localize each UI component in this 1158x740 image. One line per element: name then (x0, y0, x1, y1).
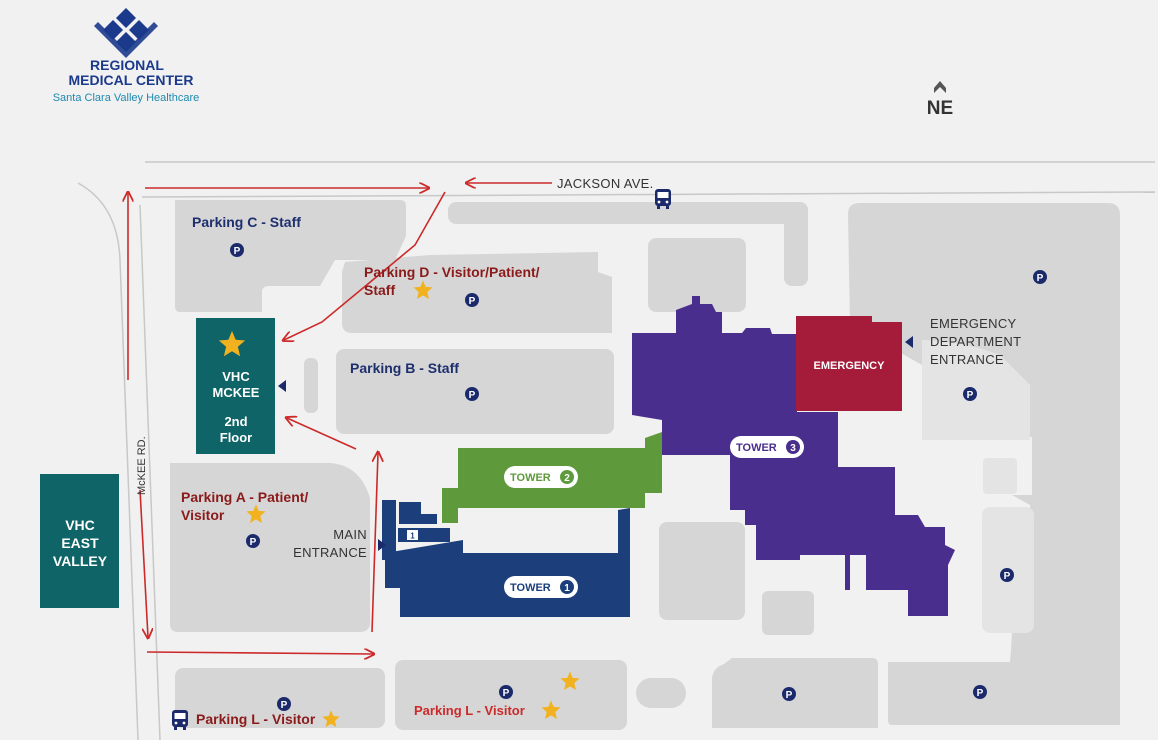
logo-subtitle: Santa Clara Valley Healthcare (53, 92, 200, 104)
vhc-mckee-label-2: MCKEE (213, 385, 260, 400)
lot-parking-d (342, 252, 612, 333)
vhc-mckee-label-3: 2nd (224, 414, 247, 429)
parking-p-icon: P (499, 685, 513, 699)
parking-p-icon: P (963, 387, 977, 401)
parking-p-icon: P (1033, 270, 1047, 284)
parking-p-icon: P (973, 685, 987, 699)
entrance-marker-icon (905, 336, 913, 348)
lot-l-oval (636, 678, 686, 708)
ed-entrance-label-2: DEPARTMENT (930, 334, 1021, 349)
tower-3-badge (786, 440, 800, 454)
compass-label: NE (927, 98, 953, 119)
svg-text:P: P (977, 688, 984, 699)
lot-top-center (448, 202, 808, 224)
tower-1-badge (560, 580, 574, 594)
parking-p-icon: P (277, 697, 291, 711)
tower-1-label: TOWER (510, 582, 551, 594)
logo-title-1: REGIONAL (90, 57, 164, 73)
tower-1-number: 1 (564, 583, 570, 594)
svg-text:P: P (1004, 571, 1011, 582)
route-arrows (128, 183, 552, 654)
bus-icon (172, 710, 188, 730)
parking-p-icon: P (465, 293, 479, 307)
entrance-marker-icon (378, 539, 386, 551)
tower-3-label: TOWER (736, 442, 777, 454)
ed-entrance-label-1: EMERGENCY (930, 316, 1017, 331)
parking-p-icon: P (782, 687, 796, 701)
parking-a-label-1[interactable]: Parking A - Patient/ (181, 489, 308, 505)
emergency-building[interactable]: EMERGENCY (796, 316, 902, 411)
tower-3-number: 3 (790, 443, 796, 454)
svg-text:P: P (469, 296, 476, 307)
bus-icon (655, 189, 671, 209)
entrance-marker-icon (278, 380, 286, 392)
parking-c-label[interactable]: Parking C - Staff (192, 214, 301, 230)
lot-center-1 (659, 522, 745, 620)
vhc-east-label-3: VALLEY (53, 553, 108, 569)
vhc-mckee-label-1: VHC (222, 369, 250, 384)
parking-d-label-2[interactable]: Staff (364, 282, 395, 298)
ed-entrance-label-3: ENTRANCE (930, 352, 1004, 367)
main-entrance-label-2: ENTRANCE (293, 545, 367, 560)
lot-ed-area (922, 340, 1030, 440)
svg-text:P: P (469, 390, 476, 401)
logo-title-2: MEDICAL CENTER (69, 72, 194, 88)
route-arrow (371, 453, 378, 633)
parking-a-label-2[interactable]: Visitor (181, 507, 225, 523)
lot-center-2 (762, 591, 814, 635)
tower-2-badge (560, 470, 574, 484)
tower-1-building[interactable]: 1 TOWER 1 (382, 500, 630, 617)
logo-diamond-icon (94, 8, 158, 58)
vhc-east-valley-building[interactable]: VHC EAST VALLEY (40, 474, 119, 608)
parking-p-icon: P (465, 387, 479, 401)
parking-l-center-label[interactable]: Parking L - Visitor (414, 703, 525, 718)
route-arrow (284, 191, 446, 340)
street-lines (77, 161, 1156, 740)
parking-symbols: P P P P P P P P P P P (230, 243, 1047, 711)
tower-3-building[interactable]: TOWER 3 (632, 296, 955, 616)
vhc-east-label-2: EAST (61, 535, 99, 551)
parking-b-label[interactable]: Parking B - Staff (350, 360, 459, 376)
tower-2-number: 2 (564, 473, 570, 484)
svg-text:P: P (1037, 273, 1044, 284)
route-arrow (146, 652, 373, 654)
tower-2-label: TOWER (510, 472, 551, 484)
parking-d-label-1[interactable]: Parking D - Visitor/Patient/ (364, 264, 540, 280)
parking-p-icon: P (246, 534, 260, 548)
lot-small-east (983, 458, 1017, 494)
lot-parking-c (175, 200, 406, 312)
svg-text:P: P (503, 688, 510, 699)
vhc-mckee-building[interactable]: VHC MCKEE 2nd Floor (196, 318, 275, 454)
svg-text:P: P (967, 390, 974, 401)
emergency-label: EMERGENCY (814, 360, 886, 372)
lot-garage-top (648, 238, 746, 312)
vhc-east-label-1: VHC (65, 517, 95, 533)
route-arrow (287, 418, 357, 450)
parking-p-icon: P (1000, 568, 1014, 582)
svg-text:P: P (786, 690, 793, 701)
lot-top-center-right (784, 202, 808, 286)
parking-p-icon: P (230, 243, 244, 257)
tower-2-building[interactable]: TOWER 2 (442, 432, 662, 523)
parking-l-left-label[interactable]: Parking L - Visitor (196, 711, 316, 727)
lot-l-left (175, 668, 385, 728)
lot-east-big (848, 203, 1120, 725)
jackson-ave-label: JACKSON AVE. (557, 176, 654, 191)
route-arrow (139, 489, 148, 637)
svg-text:P: P (250, 537, 257, 548)
svg-text:P: P (234, 246, 241, 257)
main-entrance-label-1: MAIN (333, 527, 367, 542)
small-building-marker: 1 (410, 532, 415, 541)
vhc-mckee-label-4: Floor (220, 430, 253, 445)
mckee-rd-label: McKEE RD. (136, 436, 148, 495)
north-arrow-icon (934, 81, 946, 93)
lot-b-island (304, 358, 318, 413)
svg-text:P: P (281, 700, 288, 711)
lot-parking-a (170, 463, 370, 632)
